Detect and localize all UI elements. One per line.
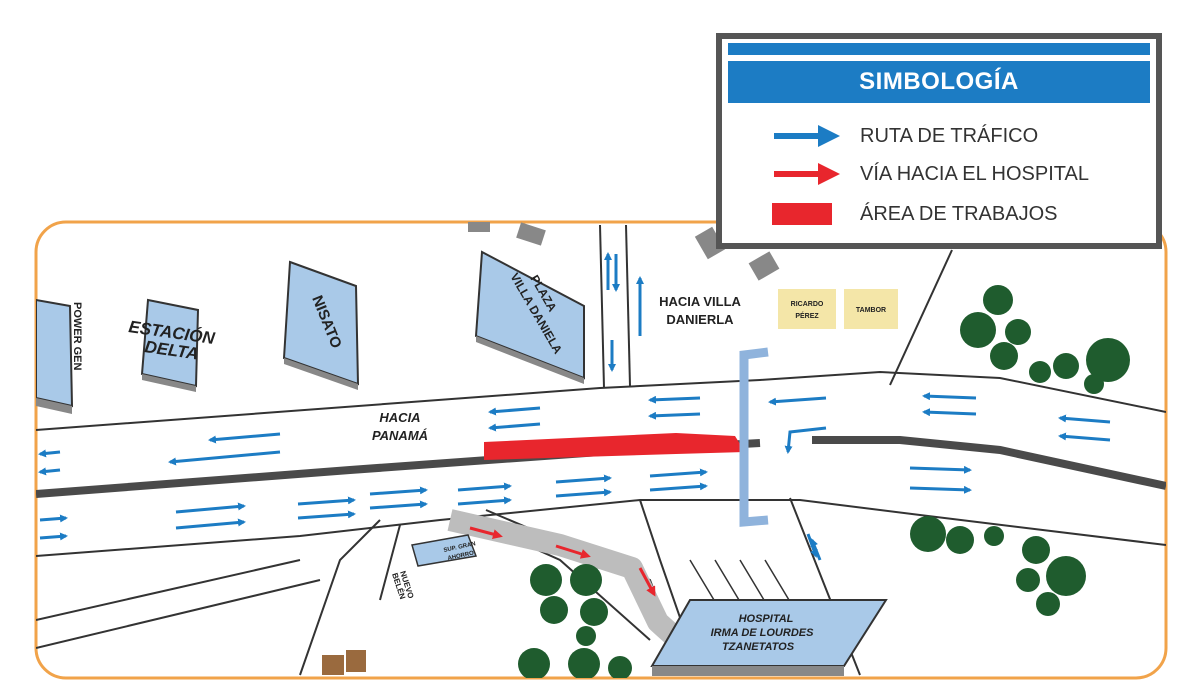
label-box-tambor bbox=[844, 289, 898, 329]
building-power-gen bbox=[36, 298, 74, 408]
building-plaza-shadow bbox=[476, 336, 584, 384]
building-nisato-shadow bbox=[284, 358, 358, 390]
parking-lines bbox=[689, 559, 796, 611]
label-ricardo-line1: RICARDO bbox=[791, 301, 824, 308]
legend-top-bar bbox=[728, 43, 1150, 55]
red-arrow-icon bbox=[774, 163, 840, 185]
building-estacion-shadow bbox=[142, 374, 196, 392]
label-hacia-panama-line1: HACIA bbox=[379, 410, 420, 425]
legend-row-traffic: RUTA DE TRÁFICO bbox=[772, 121, 1038, 151]
legend-label-hospital: VÍA HACIA EL HOSPITAL bbox=[860, 162, 1089, 185]
legend-title: SIMBOLOGÍA bbox=[728, 61, 1150, 103]
street-north-east-edge bbox=[625, 224, 631, 387]
label-box-ricardo bbox=[778, 289, 836, 329]
block-2 bbox=[516, 222, 546, 246]
label-hospital-line2: IRMA DE LOURDES bbox=[711, 627, 815, 639]
red-area-swatch bbox=[772, 203, 832, 225]
block-4 bbox=[748, 251, 780, 281]
label-hacia-villa-line2: DANIERLA bbox=[666, 312, 734, 327]
streets-south bbox=[36, 509, 681, 676]
road-edge-north bbox=[36, 370, 1166, 431]
building-super bbox=[411, 534, 478, 567]
legend-panel: SIMBOLOGÍA RUTA DE TRÁFICO VÍA HACIA EL … bbox=[716, 33, 1162, 249]
label-hospital-line3: TZANETATOS bbox=[722, 641, 795, 653]
legend-row-hospital: VÍA HACIA EL HOSPITAL bbox=[772, 159, 1089, 189]
map-content: POWER GEN ESTACIÓN DELTA NISATO PLAZA VI… bbox=[36, 222, 1166, 678]
legend-label-work-area: ÁREA DE TRABAJOS bbox=[860, 202, 1058, 225]
block-3 bbox=[694, 226, 726, 260]
label-ricardo-line2: PÉREZ bbox=[795, 311, 819, 320]
traffic-arrows bbox=[38, 252, 1111, 561]
block-5 bbox=[322, 655, 344, 675]
road-median-east bbox=[812, 436, 1166, 490]
building-power-gen-shadow bbox=[36, 398, 72, 414]
label-super-line2: AHORRO bbox=[447, 550, 475, 561]
label-power-gen: POWER GEN bbox=[71, 302, 83, 371]
work-area bbox=[484, 433, 745, 460]
hospital-route-arrows bbox=[469, 526, 656, 597]
pedestrian-bridge bbox=[739, 347, 769, 527]
street-north-west-edge bbox=[599, 224, 605, 389]
label-tambor: TAMBOR bbox=[856, 307, 886, 314]
blue-arrow-icon bbox=[774, 125, 840, 147]
label-hacia-villa-line1: HACIA VILLA bbox=[659, 294, 741, 309]
legend-label-traffic: RUTA DE TRÁFICO bbox=[860, 124, 1039, 147]
block-1 bbox=[468, 222, 490, 232]
street-diagonal bbox=[889, 249, 953, 386]
hospital-access-road bbox=[447, 509, 686, 649]
trees bbox=[518, 285, 1130, 678]
building-hospital-shadow bbox=[652, 666, 844, 676]
label-hospital-line1: HOSPITAL bbox=[739, 613, 794, 625]
block-6 bbox=[346, 650, 366, 672]
legend-row-work-area: ÁREA DE TRABAJOS bbox=[772, 199, 1057, 229]
label-hacia-panama-line2: PANAMÁ bbox=[372, 428, 428, 443]
